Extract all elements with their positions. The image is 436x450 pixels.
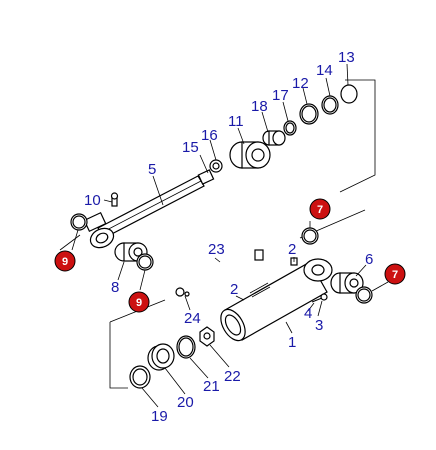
badge-7-upper: 7 <box>309 198 331 220</box>
label-2-upper: 2 <box>288 241 296 258</box>
piston-rod-assembly <box>70 169 215 271</box>
label-6: 6 <box>365 251 373 268</box>
label-8: 8 <box>111 279 119 296</box>
label-24: 24 <box>184 310 201 327</box>
badge-7-lower: 7 <box>384 263 406 285</box>
badges: 7 7 9 9 <box>54 198 406 313</box>
label-17: 17 <box>272 87 289 104</box>
svg-text:9: 9 <box>136 297 142 309</box>
badge-9-center: 9 <box>128 291 150 313</box>
label-19: 20 <box>177 394 194 411</box>
label-1: 1 <box>288 334 296 351</box>
label-14: 14 <box>316 62 333 79</box>
label-13: 13 <box>338 49 355 66</box>
svg-text:9: 9 <box>62 256 68 268</box>
label-22: 22 <box>224 368 241 385</box>
lower-right-parts <box>301 227 373 304</box>
label-16: 16 <box>201 127 218 144</box>
label-4: 4 <box>304 305 312 322</box>
label-15: 15 <box>182 139 199 156</box>
label-11: 11 <box>228 113 244 130</box>
label-23: 23 <box>208 241 225 258</box>
label-5: 5 <box>148 161 156 178</box>
svg-text:7: 7 <box>392 269 398 281</box>
label-2-lower: 2 <box>230 281 238 298</box>
upper-seal-stack <box>209 84 358 173</box>
cylinder-tube-assembly <box>220 257 333 342</box>
lower-left-seal-stack <box>129 326 215 389</box>
label-10: 10 <box>84 192 101 209</box>
leader-lines <box>71 63 389 408</box>
badge-9-left: 9 <box>54 250 76 272</box>
svg-text:7: 7 <box>317 204 323 216</box>
label-18: 18 <box>251 98 268 115</box>
pipe-assembly <box>175 249 264 297</box>
part-labels: 5 10 15 16 11 18 17 12 14 13 8 23 2 2 6 … <box>84 49 373 425</box>
label-20: 19 <box>151 408 168 425</box>
label-12: 12 <box>292 75 309 92</box>
label-21: 21 <box>203 378 220 395</box>
label-3: 3 <box>315 317 323 334</box>
